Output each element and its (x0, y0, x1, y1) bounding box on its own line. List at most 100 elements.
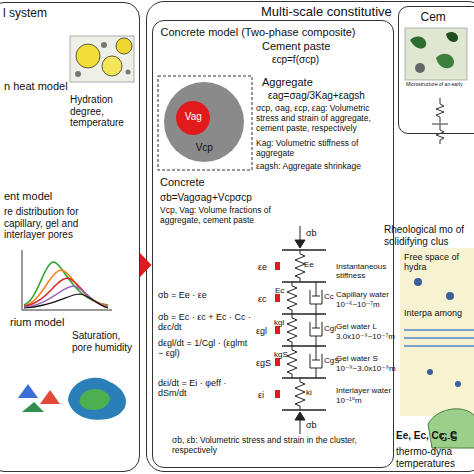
note-text: thermo-dyna temperatures (396, 446, 474, 469)
strain-symbol: εc (258, 294, 278, 304)
pore-distribution-plot (24, 270, 108, 306)
output-text: Hydration degree, temperature (70, 94, 136, 129)
dashed-square (158, 76, 252, 170)
spring-symbol: Ee (304, 260, 328, 269)
pore-distribution-plot (22, 250, 112, 310)
output-text: Saturation, pore humidity (72, 330, 136, 353)
spring-symbol: Ec (275, 286, 291, 295)
spring-dashpot-model (282, 226, 326, 434)
water-type: Capillary water (336, 290, 402, 299)
spring-dashpot-model (295, 250, 305, 282)
illustration-note: Free space of hydra (404, 252, 470, 273)
strain-symbol: εgS (256, 358, 278, 368)
pore-distribution-plot (24, 286, 108, 307)
flow-arrow (140, 253, 152, 277)
strain-markers (275, 326, 280, 334)
panel-heading: n heat model (4, 80, 124, 93)
strain-markers (275, 358, 280, 366)
component-name: Aggregate (262, 76, 382, 89)
pore-size: 10⁻¹⁰m (336, 396, 402, 405)
hydrate-illustration (400, 248, 474, 448)
node-label: Cem (421, 11, 474, 25)
pore-size: 10⁻⁹~3.0x10⁻⁹m (336, 364, 402, 373)
microstructure-image (405, 28, 467, 80)
pore-size: 3.0x10⁻⁹~10⁻⁷m (336, 332, 402, 341)
moisture-image (40, 390, 60, 404)
panel-heading: Rheological mo of solidifying clus (384, 224, 474, 247)
node-label: Vag (176, 111, 210, 123)
component-name: Cement paste (262, 40, 382, 53)
hydration-image (102, 56, 122, 76)
cement-paste-circle: VcpVag (164, 82, 244, 162)
pore-distribution-plot (24, 278, 108, 307)
water-type: Gel water L (336, 322, 402, 331)
illustration-note: Interpa among (404, 308, 470, 318)
output-text: re distribution for capillary, gel and i… (4, 206, 112, 241)
spring-dashpot-model (287, 282, 297, 314)
cement-model-box: Cem (398, 6, 474, 134)
equation: σb=Vagσag+Vcpσcp (160, 192, 360, 204)
water-type: Interlayer water (336, 386, 402, 395)
pore-distribution-plot (22, 250, 112, 310)
microstructure-image (415, 63, 425, 73)
spring-dashpot-model (310, 282, 322, 314)
equation: εcp=f(σcp) (272, 54, 382, 66)
image-caption: Microstructure of an early (406, 82, 472, 88)
equation: εag=σag/3Kag+εagsh (268, 90, 388, 102)
pore-distribution-plot (24, 294, 108, 308)
moisture-image (80, 389, 110, 410)
stress-symbol: σb (306, 420, 336, 430)
equation: dεi/dt = Ei · φeff · dSm/dt (158, 378, 253, 399)
hydration-image (126, 70, 131, 75)
moisture-image (18, 384, 38, 398)
equation: σb = Ee · εe (158, 290, 253, 300)
spring-symbol: kgS (274, 350, 292, 359)
hydrate-illustration (404, 330, 474, 346)
panel-heading: rium model (10, 316, 130, 329)
strain-symbol: εe (258, 262, 278, 272)
hydrate-illustration (400, 248, 474, 416)
node-label: l system (3, 7, 133, 21)
microstructure-image (436, 54, 454, 69)
strain-markers (275, 262, 280, 270)
hydrate-illustration (455, 381, 461, 387)
moisture-image (22, 402, 44, 412)
equation: dεgl/dt = 1/Cgl · (εglmt − εgl) (158, 338, 253, 359)
spring-symbol: kgl (274, 318, 292, 327)
node-label: Concrete model (Two-phase composite) (161, 26, 387, 39)
parameter-list: Ee, Ec, Cc, C (396, 430, 474, 442)
water-type: Gel water S (336, 354, 402, 363)
aggregate-circle: Vag (176, 101, 210, 135)
spring-dashpot-model (287, 314, 297, 346)
component-name: Concrete (160, 176, 260, 189)
panel-heading: ent model (4, 190, 124, 203)
strain-markers (275, 262, 280, 398)
note-text: Kag: Volumetric stiffness of aggregate (256, 139, 390, 159)
strain-markers (275, 294, 280, 302)
spring-dashpot-model (295, 412, 305, 420)
strain-symbol: εi (258, 390, 278, 400)
note-text: εagsh: Aggregate shrinkage (256, 162, 390, 172)
note-text: σcp, σag, εcp, εag: Volumetric stress an… (256, 104, 390, 133)
equation: σb = Ec · εc + Ec · Cc · dεc/dt (158, 312, 253, 333)
microstructure-image (410, 36, 426, 48)
moisture-image (68, 378, 126, 420)
hydrate-illustration (446, 292, 454, 300)
hydrate-illustration (428, 409, 474, 448)
dashed-square (158, 76, 252, 170)
hydration-image (75, 71, 81, 77)
stress-symbol: σb (306, 228, 336, 238)
hydration-image (101, 42, 107, 48)
spring-symbol: ki (306, 388, 324, 397)
hydrate-illustration (414, 278, 422, 286)
spring-dashpot-model (295, 378, 305, 410)
spring-dashpot-model (287, 346, 297, 378)
spring-dashpot-model (295, 240, 305, 248)
water-type: Instantaneous stiffness (336, 262, 400, 280)
hydration-image (76, 44, 100, 68)
hydration-image (70, 36, 134, 82)
arrow-head (140, 253, 152, 277)
note-text: Vcp, Vag: Volume fractions of aggregate,… (160, 206, 290, 226)
spring-dashpot-model (310, 314, 322, 346)
